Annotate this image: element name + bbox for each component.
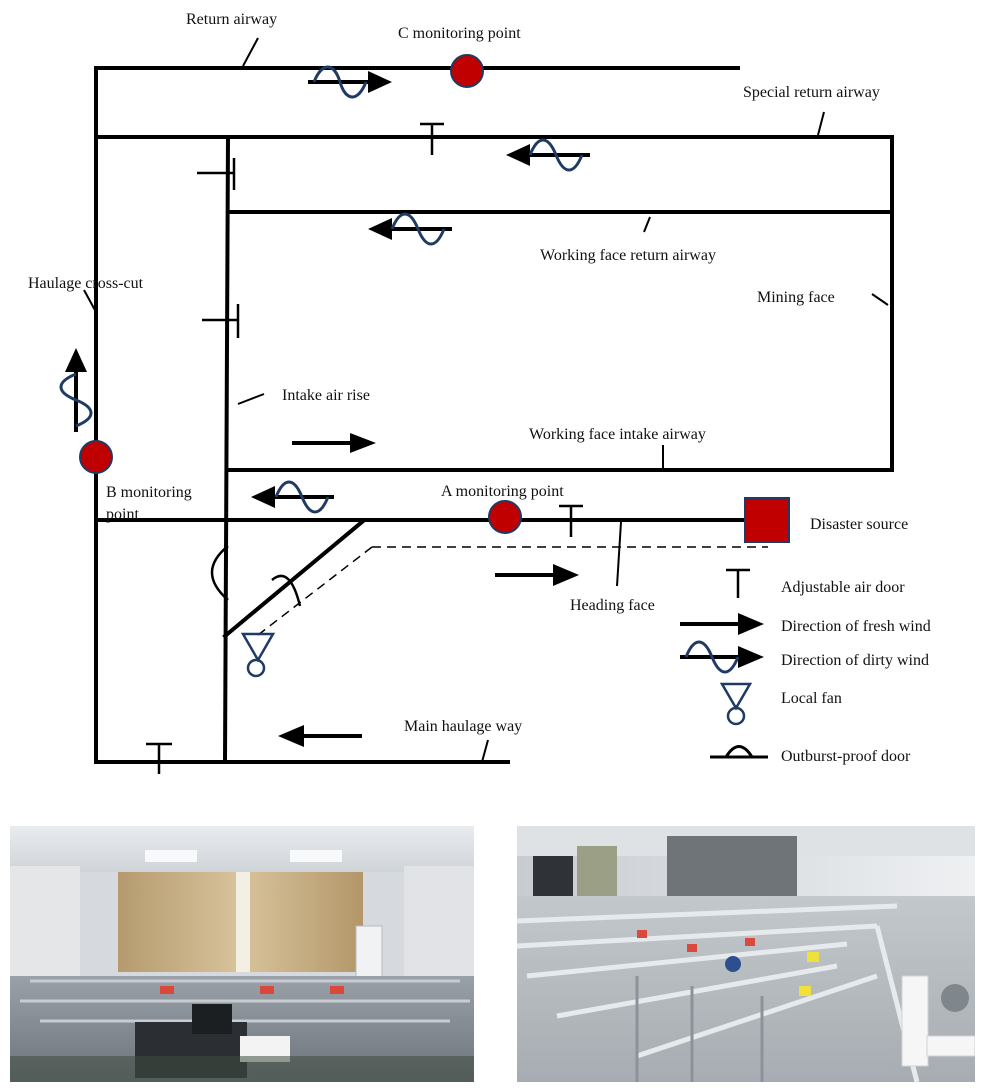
legend-dirty-wind-icon	[680, 640, 764, 674]
leader-wf-return	[643, 216, 651, 233]
label-intake-air-rise: Intake air rise	[282, 387, 370, 404]
c-monitoring-point-marker	[450, 54, 484, 88]
dirty-wind-arrow-wf-return	[368, 212, 452, 246]
dirty-wind-arrows	[59, 65, 590, 514]
air-door-lower-rise	[202, 304, 240, 338]
a-monitoring-point-marker	[488, 500, 522, 534]
leader-heading-face	[616, 521, 622, 587]
dirty-wind-arrow-return	[308, 65, 392, 99]
mine-ventilation-diagram: Return airway C monitoring point Special…	[28, 11, 931, 774]
legend-fresh-wind-label: Direction of fresh wind	[781, 618, 931, 635]
legend-local-fan-icon	[719, 682, 753, 726]
adjustable-air-doors	[146, 122, 583, 774]
label-b-monitoring-point-line1: B monitoring	[106, 484, 192, 501]
leader-haulage-cross-cut	[83, 289, 97, 313]
diagonal-duct-line	[222, 519, 365, 639]
outburst-door-rise	[210, 545, 229, 601]
dirty-wind-arrow-heading-airway	[251, 480, 334, 514]
leader-main-haulage	[481, 739, 489, 763]
legend-fresh-wind-icon	[680, 613, 764, 635]
label-working-face-return-airway: Working face return airway	[540, 247, 716, 264]
label-return-airway: Return airway	[186, 11, 277, 28]
airway-network	[94, 66, 894, 765]
fresh-wind-arrow-heading	[495, 564, 579, 586]
air-door-main-haulage	[146, 742, 172, 774]
air-door-upper-rise	[197, 158, 236, 190]
label-c-monitoring-point: C monitoring point	[398, 25, 521, 42]
legend-dirty-wind-label: Direction of dirty wind	[781, 652, 929, 669]
laboratory-photo-left	[10, 826, 474, 1082]
outburst-proof-doors	[210, 545, 302, 607]
dirty-wind-arrow-special-return	[506, 138, 590, 172]
legend-adjustable-air-door-label: Adjustable air door	[781, 579, 905, 596]
fresh-wind-arrow-main-haulage	[278, 725, 362, 747]
legend-local-fan-label: Local fan	[781, 690, 842, 707]
legend: Adjustable air door Direction of fresh w…	[680, 568, 931, 765]
fresh-wind-arrows	[278, 433, 579, 747]
leader-special-return	[817, 111, 825, 136]
legend-adjustable-air-door-icon	[726, 568, 750, 598]
leader-lines	[83, 37, 889, 763]
label-a-monitoring-point: A monitoring point	[441, 483, 564, 500]
label-b-monitoring-point-line2: point	[106, 506, 139, 523]
leader-return-airway	[242, 37, 259, 67]
label-main-haulage-way: Main haulage way	[404, 718, 522, 735]
label-special-return-airway: Special return airway	[743, 84, 880, 101]
leader-mining-face	[871, 293, 889, 306]
legend-outburst-proof-door-label: Outburst-proof door	[781, 748, 911, 765]
local-fan-icon	[240, 632, 276, 678]
outburst-door-diagonal	[271, 574, 302, 607]
air-door-special-return	[420, 122, 444, 155]
label-haulage-cross-cut: Haulage cross-cut	[28, 275, 144, 292]
label-heading-face: Heading face	[570, 597, 655, 614]
b-monitoring-point-marker	[79, 440, 113, 474]
air-duct-diagonal	[257, 546, 373, 636]
laboratory-photo-right	[517, 826, 975, 1082]
intake-air-rise-line	[222, 134, 231, 765]
air-duct	[257, 546, 768, 636]
disaster-source-marker	[744, 497, 790, 543]
label-disaster-source: Disaster source	[810, 516, 908, 533]
label-working-face-intake-airway: Working face intake airway	[529, 426, 706, 443]
leader-intake-air-rise	[237, 393, 265, 405]
air-door-heading	[559, 504, 583, 537]
label-mining-face: Mining face	[757, 289, 835, 306]
legend-outburst-proof-door-icon	[710, 745, 768, 759]
dirty-wind-arrow-haulage-cross-cut	[59, 348, 93, 432]
fresh-wind-arrow-intake	[292, 433, 376, 453]
